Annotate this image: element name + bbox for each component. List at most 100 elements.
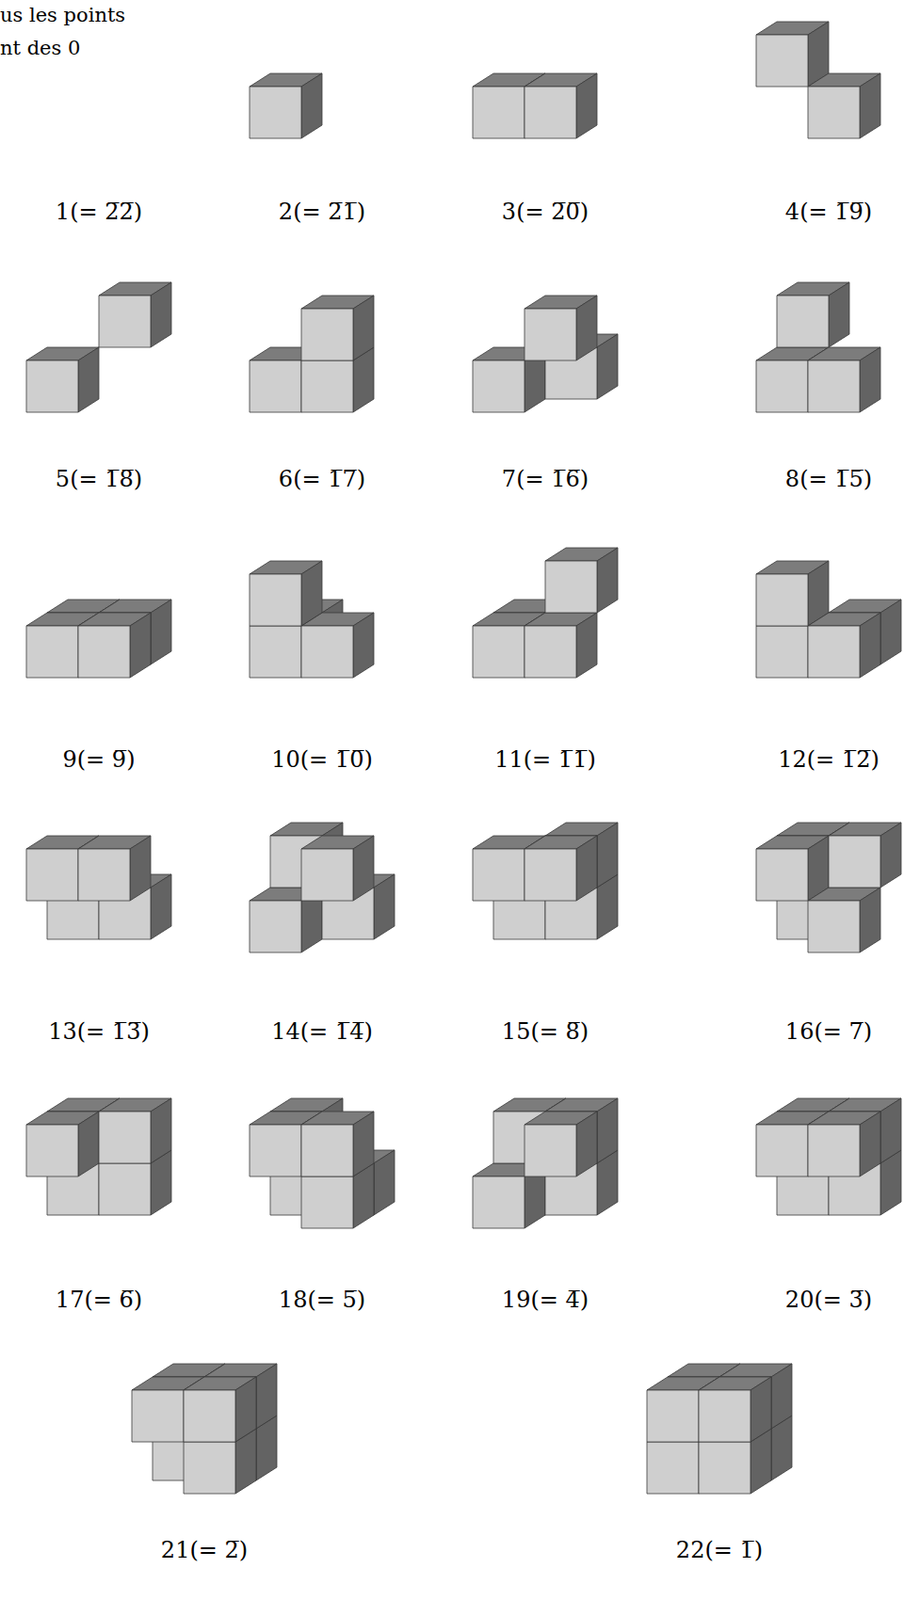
cube-face xyxy=(880,823,902,888)
cube-face xyxy=(301,626,354,678)
note-text: nt des 0 xyxy=(0,35,81,62)
figure-label: 19(= 4̅) xyxy=(501,1286,589,1316)
figure-label: 20(= 3̅) xyxy=(785,1286,872,1316)
cube-face xyxy=(26,626,79,678)
figure-label: 7(= 1̅6̅) xyxy=(501,465,589,495)
cube-face xyxy=(646,1390,699,1443)
cube-figure xyxy=(26,599,172,678)
cube-face xyxy=(301,360,354,413)
figure-label: 11(= 1̅1̅) xyxy=(494,745,597,775)
cube-face xyxy=(26,849,79,902)
cube-figure xyxy=(646,1364,792,1495)
cube-face xyxy=(698,1390,751,1443)
cube-figure xyxy=(756,561,902,678)
cube-face xyxy=(756,849,808,902)
cube-figure xyxy=(756,21,881,139)
figure-label: 18(= 5̅) xyxy=(278,1286,366,1316)
figure-label: 21(= 2̅) xyxy=(161,1536,248,1566)
cube-face xyxy=(597,823,618,888)
cube-face xyxy=(576,295,598,361)
cube-face xyxy=(756,574,808,627)
cube-face xyxy=(353,836,374,902)
cube-face xyxy=(698,1442,751,1495)
figure-label: 3(= 2̅0̅) xyxy=(501,197,589,227)
cube-figure xyxy=(26,1098,172,1216)
cube-face xyxy=(131,1390,184,1443)
cube-face xyxy=(150,282,172,348)
cube-face xyxy=(301,1125,354,1178)
cube-face xyxy=(373,1150,395,1216)
cube-face xyxy=(373,874,395,940)
cube-face xyxy=(756,1125,808,1178)
figure-label: 1(= 2̅2̅) xyxy=(55,197,143,227)
cube-face xyxy=(756,34,808,87)
cube-face xyxy=(78,1112,99,1178)
cube-figure xyxy=(472,548,618,678)
figure-label: 13(= 1̅3̅) xyxy=(48,1017,150,1048)
cube-face xyxy=(353,295,374,361)
cube-figure xyxy=(26,282,172,413)
cube-face xyxy=(597,548,618,614)
cube-figure xyxy=(249,295,374,413)
cube-face xyxy=(98,1163,151,1216)
cube-face xyxy=(249,626,302,678)
cube-face xyxy=(249,360,302,413)
cube-face xyxy=(776,295,829,348)
cube-figure xyxy=(472,73,598,139)
cube-figure xyxy=(249,73,323,139)
cube-face xyxy=(807,626,860,678)
cube-face xyxy=(859,887,881,953)
cube-face xyxy=(807,1125,860,1178)
cube-face xyxy=(183,1442,236,1495)
cube-face xyxy=(78,347,99,413)
cube-face xyxy=(183,1390,236,1443)
cube-figure xyxy=(249,823,395,953)
cube-figure xyxy=(756,1098,902,1216)
cube-figure xyxy=(472,295,618,413)
cube-face xyxy=(859,347,881,413)
cube-face xyxy=(150,1098,172,1164)
figure-label: 10(= 1̅0̅) xyxy=(271,745,373,775)
cube-face xyxy=(472,86,525,139)
figure-label: 14(= 1̅4̅) xyxy=(271,1017,373,1048)
cube-face xyxy=(756,360,808,413)
cube-face xyxy=(301,308,354,361)
cube-face xyxy=(129,836,151,902)
cube-face xyxy=(880,599,902,665)
cube-face xyxy=(472,360,525,413)
cube-face xyxy=(597,1098,618,1164)
cube-face xyxy=(301,73,323,139)
cube-face xyxy=(249,901,302,953)
cube-figure xyxy=(756,282,881,413)
cube-face xyxy=(150,599,172,665)
figure-label: 17(= 6̅) xyxy=(55,1286,143,1316)
cube-face xyxy=(646,1442,699,1495)
figure-label: 12(= 1̅2̅) xyxy=(777,745,880,775)
cube-face xyxy=(301,1177,354,1229)
cube-face xyxy=(807,360,860,413)
cube-face xyxy=(545,561,598,614)
cube-face xyxy=(98,1112,151,1164)
cube-face xyxy=(576,836,598,902)
cube-face xyxy=(353,613,374,678)
cube-figure xyxy=(26,836,172,940)
cube-face xyxy=(859,1112,881,1178)
cube-face xyxy=(859,73,881,139)
cube-face xyxy=(859,613,881,678)
cube-face xyxy=(828,282,850,348)
cube-face xyxy=(576,1112,598,1178)
cube-face xyxy=(576,73,598,139)
cube-face xyxy=(249,86,302,139)
cube-face xyxy=(26,1125,79,1178)
cube-figure xyxy=(249,561,374,678)
note-text: us les points xyxy=(0,2,126,29)
cube-face xyxy=(880,1098,902,1164)
figure-label: 6(= 1̅7̅) xyxy=(278,465,366,495)
cube-face xyxy=(150,874,172,940)
figure-label: 22(= 1̅) xyxy=(676,1536,763,1566)
cube-figure xyxy=(756,823,902,953)
cube-face xyxy=(301,561,323,627)
cube-face xyxy=(807,901,860,953)
